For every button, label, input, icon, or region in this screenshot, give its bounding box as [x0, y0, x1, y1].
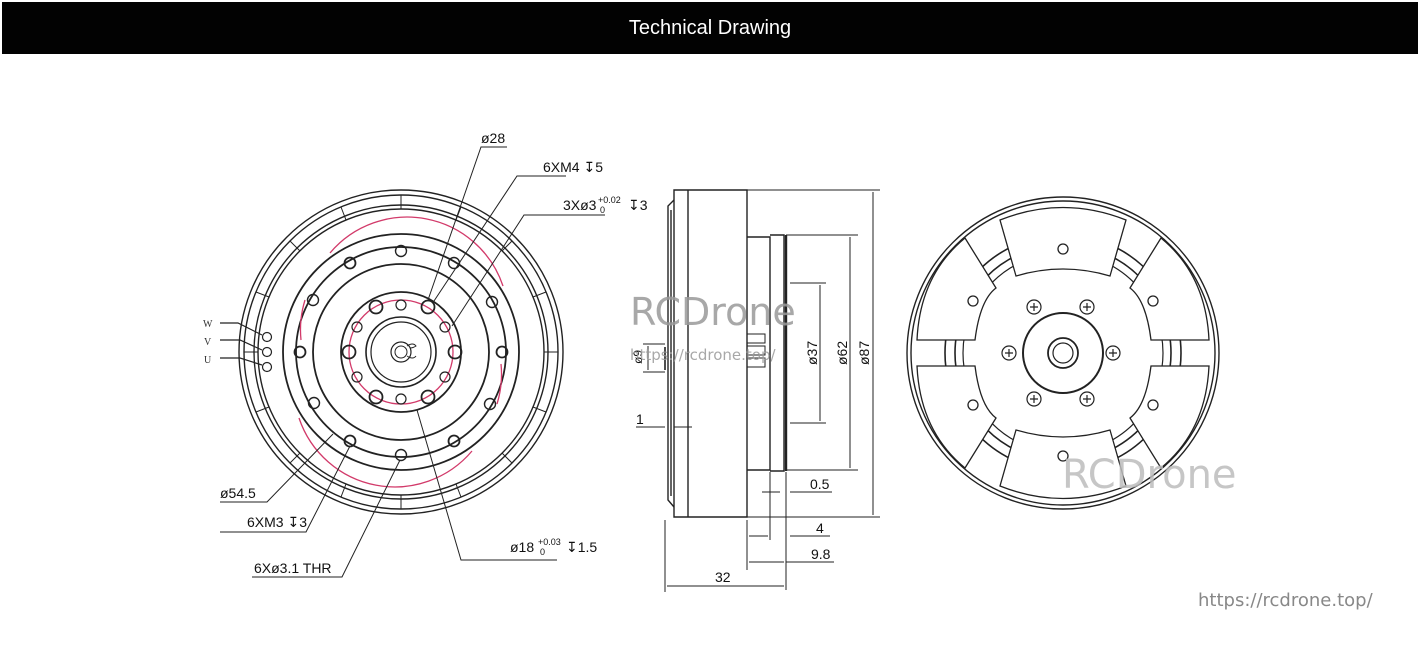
- svg-text:0: 0: [600, 205, 605, 215]
- svg-text:6XM3 ↧3: 6XM3 ↧3: [247, 514, 307, 530]
- svg-text:ø54.5: ø54.5: [220, 485, 256, 501]
- svg-text:RCDrone: RCDrone: [630, 290, 796, 334]
- watermark: RCDrone https://rcdrone.top/ RCDrone: [630, 290, 1237, 498]
- page-header: Technical Drawing: [2, 2, 1418, 54]
- svg-text:ø9: ø9: [631, 350, 645, 364]
- svg-text:4: 4: [816, 520, 824, 536]
- side-view-labels: ø37 ø62 ø87 ø9 1 0.5 4 9.8 32: [631, 341, 872, 585]
- svg-text:1: 1: [636, 411, 644, 427]
- svg-text:6XM4 ↧5: 6XM4 ↧5: [543, 159, 603, 175]
- svg-text:0: 0: [540, 547, 545, 557]
- svg-text:ø87: ø87: [856, 341, 872, 365]
- svg-text:ø18: ø18: [510, 539, 534, 555]
- svg-text:ø28: ø28: [481, 130, 505, 146]
- svg-text:32: 32: [715, 569, 731, 585]
- svg-text:+0.03: +0.03: [538, 537, 561, 547]
- footer-url: https://rcdrone.top/: [1198, 590, 1373, 611]
- svg-text:ø37: ø37: [804, 341, 820, 365]
- svg-text:U: U: [204, 355, 212, 366]
- back-view: [906, 196, 1220, 510]
- svg-text:9.8: 9.8: [811, 546, 831, 562]
- svg-text:0.5: 0.5: [810, 476, 830, 492]
- side-view: [636, 189, 880, 592]
- svg-text:https://rcdrone.top/: https://rcdrone.top/: [630, 346, 776, 364]
- svg-text:3Xø3: 3Xø3: [563, 197, 597, 213]
- svg-text:W: W: [203, 319, 213, 330]
- front-view-labels: W V U ø28 6XM4 ↧5 3Xø3 +0.02 0 ↧3 ø54.5 …: [203, 130, 648, 576]
- svg-text:V: V: [204, 337, 212, 348]
- svg-text:6Xø3.1 THR: 6Xø3.1 THR: [254, 560, 332, 576]
- svg-text:RCDrone: RCDrone: [1062, 452, 1237, 498]
- svg-text:↧3: ↧3: [628, 197, 648, 213]
- svg-text:ø62: ø62: [834, 341, 850, 365]
- front-view: [220, 146, 605, 578]
- page-title: Technical Drawing: [628, 16, 792, 39]
- svg-text:↧1.5: ↧1.5: [566, 539, 597, 555]
- svg-text:+0.02: +0.02: [598, 195, 621, 205]
